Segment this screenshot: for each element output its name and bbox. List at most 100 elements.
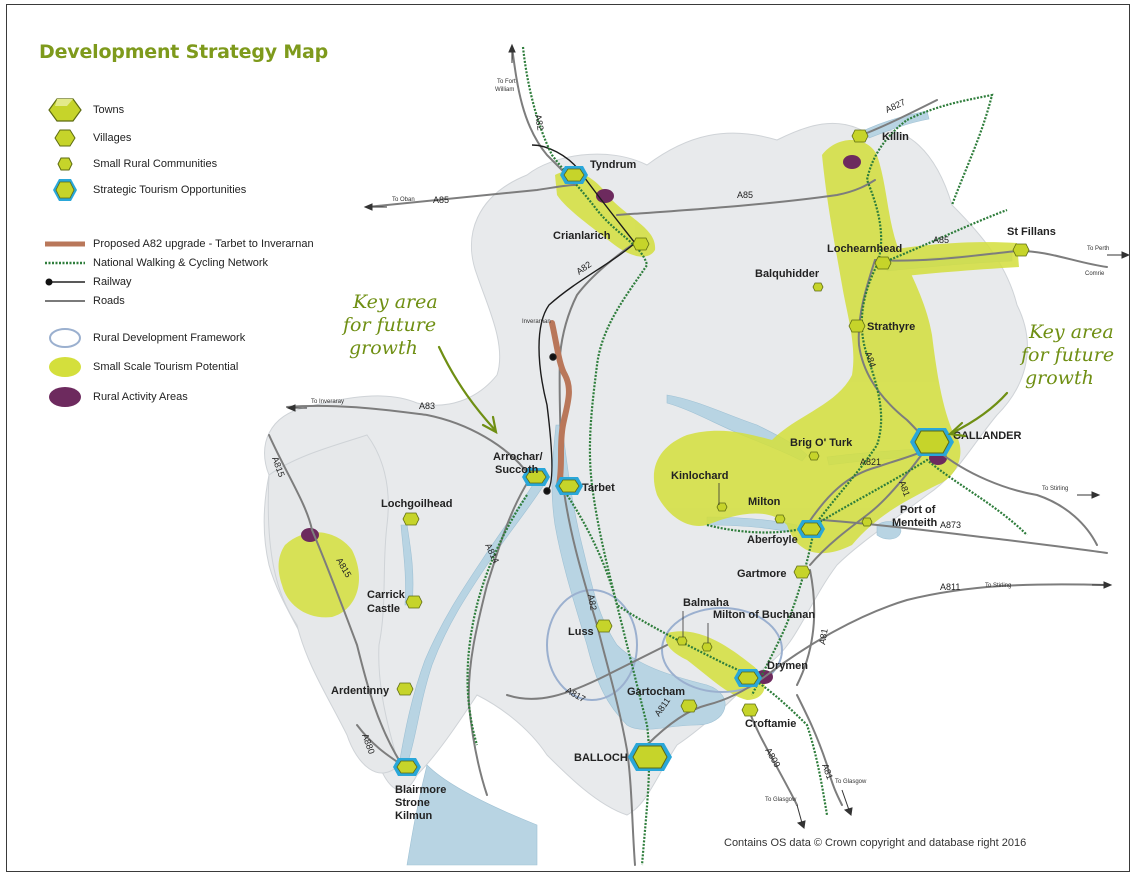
arrow-to-stirling-1 (1077, 491, 1101, 499)
growth-arrows (437, 345, 1009, 438)
label-aberfoyle: Aberfoyle (747, 534, 798, 546)
road-label-a82-north: A82 (533, 114, 546, 132)
rural-activity-cowal (301, 528, 319, 542)
growth-note-line: growth (1025, 367, 1094, 389)
village-drymen (734, 669, 762, 687)
map-title: Development Strategy Map (39, 41, 329, 63)
label-ardentinny: Ardentinny (331, 685, 390, 697)
firth-of-clyde (406, 764, 538, 866)
legend-label: Villages (93, 132, 132, 144)
small-community-hex-icon (57, 157, 73, 171)
rural-activity-blob-icon (49, 387, 81, 407)
village-hex-icon (54, 129, 76, 147)
road-a817 (506, 644, 668, 700)
road-a82-south (558, 242, 636, 866)
label-milton: Milton (748, 496, 781, 508)
village-croftamie (741, 703, 759, 717)
label-carrick-2: Castle (367, 603, 400, 615)
legend-label: Rural Development Framework (93, 332, 246, 344)
community-brig-o-turk (808, 451, 820, 461)
road-label-a85-mid: A85 (737, 190, 753, 200)
label-brig-o-turk: Brig O' Turk (790, 437, 853, 449)
label-arrochar-2: Succoth (495, 464, 539, 476)
rural-framework-ring-icon (49, 328, 81, 348)
label-port-of-menteith-2: Menteith (892, 517, 938, 529)
label-inverarnan: Inverarnan (522, 319, 551, 325)
road-label-a82-luss: A82 (586, 594, 599, 612)
village-markers (396, 129, 1030, 717)
direction-labels: To Fort William To Oban To Perth Comrie … (311, 79, 1109, 803)
road-a81-se (796, 694, 843, 806)
growth-note-line: for future (1021, 344, 1115, 366)
arrow-to-glasgow-1 (841, 789, 853, 816)
community-balmaha (676, 636, 688, 646)
dir-fort-william-2: William (495, 87, 514, 93)
legend-label: National Walking & Cycling Network (93, 257, 269, 269)
road-a81-south (796, 569, 816, 686)
road-a83 (286, 404, 530, 476)
legend-label: Rural Activity Areas (93, 391, 188, 403)
label-luss: Luss (568, 626, 594, 638)
arrow-to-glasgow-2 (796, 804, 806, 829)
tourism-area-loch-earn (867, 242, 1019, 280)
dir-fort-william-1: To Fort (497, 79, 516, 85)
label-crianlarich: Crianlarich (553, 230, 611, 242)
road-label-a873: A873 (940, 520, 961, 530)
label-tyndrum: Tyndrum (590, 159, 636, 171)
label-croftamie: Croftamie (745, 718, 796, 730)
legend-item-towns: Towns (45, 98, 124, 122)
road-label-a809: A809 (763, 746, 782, 769)
label-carrick-1: Carrick (367, 589, 406, 601)
road-label-a85-west: A85 (433, 195, 449, 205)
legend-item-rural-framework: Rural Development Framework (45, 327, 245, 349)
road-a827 (861, 99, 938, 136)
tourism-area-killin-callander (653, 140, 961, 554)
rdf-ring-luss (546, 589, 638, 701)
legend-item-roads: Roads (45, 290, 125, 312)
label-kilmun: Kilmun (395, 810, 433, 822)
road-a85-west (366, 184, 576, 208)
label-milton-of-buchanan: Milton of Buchanan (713, 609, 815, 621)
route-loch-earn (876, 208, 1008, 267)
growth-note-line: Key area (1029, 321, 1114, 343)
community-milton (774, 514, 786, 524)
growth-arrow-east (950, 391, 1009, 435)
road-label-a811: A811 (940, 582, 960, 592)
growth-arrow-east-head (947, 421, 967, 438)
a82-upgrade-line-icon (45, 241, 85, 247)
legend-item-tourism-potential: Small Scale Tourism Potential (45, 356, 238, 378)
road-a821 (806, 449, 926, 526)
village-lochgoilhead (402, 512, 420, 526)
loch-tay (864, 110, 930, 139)
route-cowal (466, 494, 528, 746)
village-arrochar (522, 468, 550, 486)
dir-glasgow-1: To Glasgow (835, 779, 867, 785)
label-lochearnhead: Lochearnhead (827, 243, 902, 255)
growth-note-line: Key area (353, 291, 438, 313)
route-rob-roy-way (814, 119, 908, 526)
legend-label: Small Rural Communities (93, 158, 218, 170)
rural-activity-killin (843, 155, 861, 169)
rural-framework-rings (546, 589, 783, 701)
label-lochgoilhead: Lochgoilhead (381, 498, 453, 510)
arrow-to-stirling-2 (1092, 581, 1113, 589)
route-lomond-east (566, 494, 829, 816)
arrow-to-fort-william (508, 43, 516, 63)
dir-stirling-1: To Stirling (1042, 486, 1068, 492)
growth-note-east: Key area for future growth (1021, 321, 1114, 390)
tourism-area-tyndrum (555, 171, 656, 257)
route-trossachs (706, 458, 1028, 536)
road-label-a821: A821 (860, 457, 881, 467)
roads-line-icon (45, 300, 85, 302)
railway-line-icon (45, 278, 85, 286)
legend-label: Small Scale Tourism Potential (93, 361, 239, 373)
land-mass (263, 122, 1028, 816)
village-aberfoyle (797, 520, 825, 538)
place-labels: Tyndrum Crianlarich Killin Lochearnhead … (331, 131, 1056, 822)
legend-item-strategic-tourism: Strategic Tourism Opportunities (45, 179, 246, 201)
tourism-potential-blob-icon (49, 357, 81, 377)
legend-label: Proposed A82 upgrade - Tarbet to Inverar… (93, 238, 314, 250)
label-callander: CALLANDER (953, 430, 1021, 442)
railway-station-inverarnan (549, 353, 557, 361)
tourism-potential-areas (278, 140, 1019, 700)
